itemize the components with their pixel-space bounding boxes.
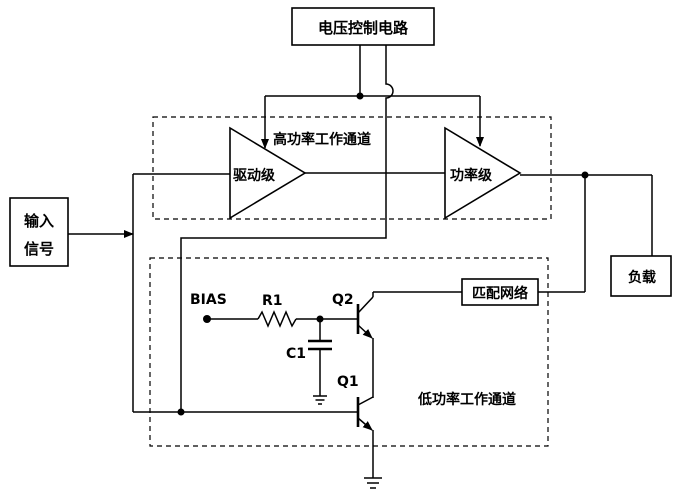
bias-label: BIAS: [190, 292, 227, 308]
input-junction-dot: [177, 408, 185, 416]
voltage-control-label: 电压控制电路: [318, 19, 409, 37]
matching-network-box: [461, 278, 539, 306]
input-signal-label-line1: 输入: [24, 212, 54, 230]
transistor-q2: [356, 291, 462, 398]
high-power-channel-label: 高功率工作通道: [273, 131, 371, 148]
power-stage-label: 功率级: [450, 167, 493, 184]
input-wires: [68, 173, 355, 413]
input-signal-label-line2: 信号: [24, 240, 54, 258]
capacitor-c1: [308, 319, 332, 405]
input-signal-box: [9, 197, 69, 267]
c1-label: C1: [286, 346, 306, 362]
load-label: 负载: [628, 269, 656, 286]
power-stage-amplifier: [444, 126, 522, 220]
low-power-channel-box: [149, 257, 549, 447]
output-junction-dot: [581, 171, 589, 179]
q2-label: Q2: [332, 292, 354, 308]
low-power-channel-label: 低功率工作通道: [417, 391, 516, 408]
driver-stage-label: 驱动级: [233, 167, 276, 184]
transistor-q1: [355, 396, 382, 489]
load-box: [610, 255, 672, 297]
matching-network-label: 匹配网络: [472, 285, 528, 302]
control-wires: [180, 45, 484, 412]
q1-label: Q1: [337, 374, 359, 390]
driver-stage-amplifier: [229, 126, 307, 220]
high-power-channel-box: [152, 116, 552, 220]
voltage-control-box: [291, 7, 435, 46]
r1-label: R1: [262, 293, 283, 309]
resistor-r1: [257, 310, 297, 328]
control-junction-dot: [356, 92, 364, 100]
